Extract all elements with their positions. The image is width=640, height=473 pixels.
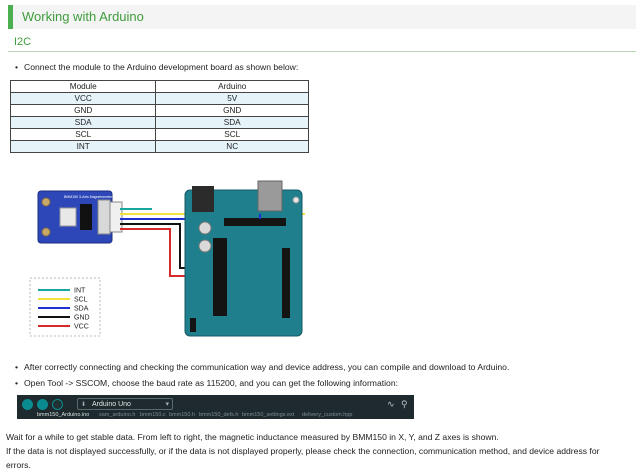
board-selector[interactable]: Arduino Uno xyxy=(77,398,173,411)
sensor-module: BMM150 3-Axis Magnetometer Sensor xyxy=(37,190,125,244)
troubleshoot-paragraph-line1: If the data is not displayed successfull… xyxy=(6,446,600,456)
table-cell: 5V xyxy=(155,92,309,105)
wiring-diagram: BMM150 3-Axis Magnetometer Sensor INT SC xyxy=(29,180,305,337)
table-row: INT NC xyxy=(9,140,309,153)
troubleshoot-paragraph-line2: errors. xyxy=(6,460,31,470)
subsection-header: I2C xyxy=(8,34,636,52)
table-row: VCC 5V xyxy=(9,92,309,105)
pin-table: Module Arduino VCC 5V GND GND SDA SDA SC… xyxy=(9,80,309,153)
table-cell: SDA xyxy=(155,116,309,129)
tab-file[interactable]: delivery_custom.hpp xyxy=(302,412,353,418)
table-cell: GND xyxy=(155,104,309,117)
table-cell: NC xyxy=(155,140,309,153)
table-cell: SCL xyxy=(9,128,157,141)
serial-plotter-icon[interactable]: ∿ xyxy=(387,399,395,409)
intro-bullet: Connect the module to the Arduino develo… xyxy=(15,62,298,72)
debug-icon[interactable] xyxy=(52,399,63,410)
arduino-ide-toolbar: Arduino Uno ∿ ⚲ bmm150_Arduino.ino sam_a… xyxy=(17,395,414,419)
column-header-arduino: Arduino xyxy=(155,80,309,93)
tab-main-sketch[interactable]: bmm150_Arduino.ino xyxy=(37,412,90,418)
tab-file[interactable]: bmm150_settings.ext xyxy=(242,412,295,418)
section-title: Working with Arduino xyxy=(22,9,144,24)
module-label: BMM150 3-Axis Magnetometer Sensor xyxy=(64,195,125,199)
wire-legend: INT SCL SDA GND VCC xyxy=(29,277,101,337)
tab-file[interactable]: bmm150.c xyxy=(140,412,166,418)
upload-icon[interactable] xyxy=(37,399,48,410)
legend-label-int: INT xyxy=(74,288,86,295)
table-cell: INT xyxy=(9,140,157,153)
table-row: GND GND xyxy=(9,104,309,117)
arduino-board xyxy=(184,180,303,337)
subsection-title: I2C xyxy=(14,36,32,48)
table-header-row: Module Arduino xyxy=(9,80,309,93)
legend-label-sda: SDA xyxy=(74,306,89,313)
legend-label-scl: SCL xyxy=(74,297,88,304)
tab-file[interactable]: sam_arduino.h xyxy=(99,412,136,418)
step-compile-bullet: After correctly connecting and checking … xyxy=(15,362,509,372)
table-cell: SDA xyxy=(9,116,157,129)
tab-file[interactable]: bmm150_defs.h xyxy=(199,412,239,418)
section-header: Working with Arduino xyxy=(8,5,636,29)
legend-label-gnd: GND xyxy=(74,315,90,322)
tab-file[interactable]: bmm150.h xyxy=(169,412,195,418)
table-row: SCL SCL xyxy=(9,128,309,141)
table-cell: GND xyxy=(9,104,157,117)
column-header-module: Module xyxy=(9,80,157,93)
table-cell: SCL xyxy=(155,128,309,141)
verify-icon[interactable] xyxy=(22,399,33,410)
file-tabs: bmm150_Arduino.ino sam_arduino.h bmm150.… xyxy=(17,412,414,419)
table-cell: VCC xyxy=(9,92,157,105)
serial-monitor-icon[interactable]: ⚲ xyxy=(401,399,408,409)
table-row: SDA SDA xyxy=(9,116,309,129)
stable-data-paragraph: Wait for a while to get stable data. Fro… xyxy=(6,432,499,442)
step-sscom-bullet: Open Tool -> SSCOM, choose the baud rate… xyxy=(15,378,398,388)
legend-label-vcc: VCC xyxy=(74,324,89,331)
